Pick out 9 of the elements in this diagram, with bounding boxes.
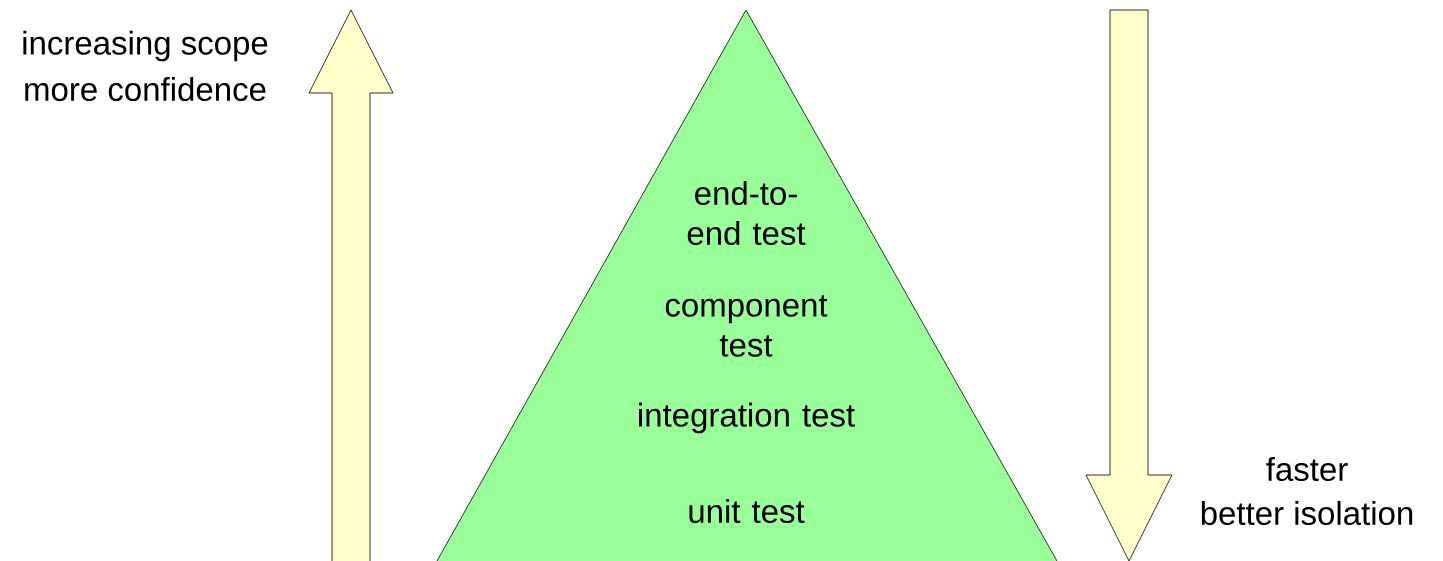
pyramid — [436, 9, 1058, 561]
layer-label: end-to-end test — [687, 180, 806, 246]
side-note: increasing scope — [23, 30, 268, 62]
side-note: faster — [1266, 456, 1348, 482]
layer-label: integration test — [639, 402, 855, 434]
side-note: more confidence — [25, 76, 266, 102]
side-note: better isolation — [1201, 500, 1413, 526]
layer-label: unit test — [689, 498, 805, 524]
layer-label: component test — [665, 295, 828, 357]
